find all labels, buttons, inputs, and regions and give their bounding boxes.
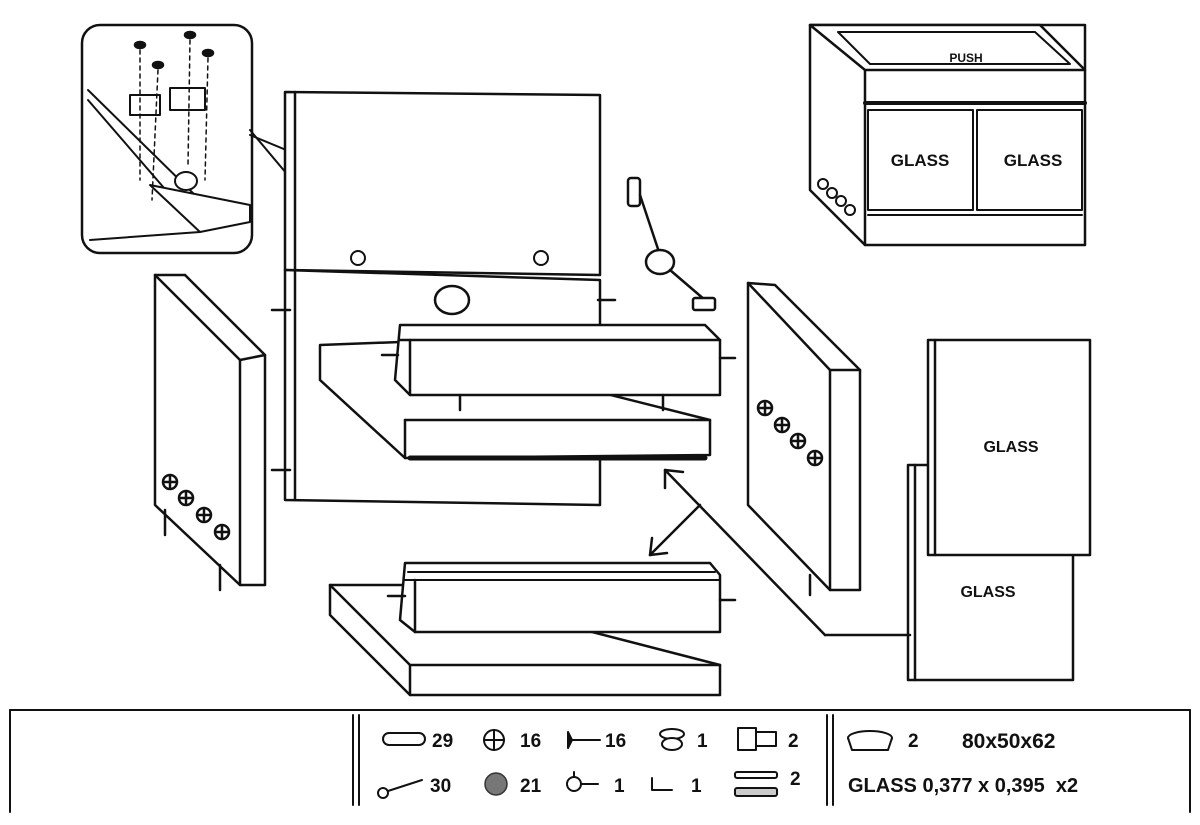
dowel-qty: 29 [432, 731, 453, 752]
screw-icon [567, 731, 601, 749]
cap-qty: 21 [520, 776, 542, 797]
left-side-panel [153, 273, 267, 592]
rail-qty: 2 [790, 769, 801, 790]
assembled-cabinet [808, 23, 1087, 247]
dimensions-label: 80x50x62 [962, 730, 1055, 753]
hinge-icon [737, 727, 777, 751]
glass-label-front-pane: GLASS [983, 439, 1038, 456]
top-lid-panel [283, 90, 602, 277]
push-label: PUSH [949, 51, 982, 65]
allen-key-qty: 1 [691, 776, 702, 797]
lid-stay-icon [566, 771, 599, 792]
glass-pane-front [926, 338, 1092, 557]
glass-label-left-door: GLASS [891, 151, 950, 170]
long-screw-icon [377, 779, 423, 799]
grommet-icon [659, 728, 685, 751]
cam-lock-qty: 16 [520, 731, 541, 752]
dowel-icon [382, 732, 426, 746]
long-screw-qty: 30 [430, 776, 451, 797]
parts-legend-frame [9, 709, 1191, 813]
lid-stay-qty: 1 [614, 776, 625, 797]
glass-spec-label: GLASS 0,377 x 0,395 x2 [848, 775, 1078, 797]
bottom-rail [386, 561, 737, 634]
hinge-qty: 2 [788, 731, 799, 752]
glass-label-back-pane: GLASS [960, 584, 1015, 601]
screw-qty: 16 [605, 731, 626, 752]
grommet-qty: 1 [697, 731, 708, 752]
feet-qty: 2 [908, 731, 919, 752]
cam-lock-icon [483, 729, 505, 751]
right-side-panel [746, 281, 862, 597]
allen-key-icon [651, 777, 673, 791]
rail-icon [734, 771, 778, 797]
top-rail [380, 323, 737, 412]
direction-arrows [648, 468, 912, 637]
feet-icon [847, 730, 893, 751]
lid-stay-part [626, 176, 717, 312]
cap-icon [484, 772, 508, 796]
hinge-detail-inset [80, 23, 254, 255]
glass-label-right-door: GLASS [1004, 151, 1063, 170]
